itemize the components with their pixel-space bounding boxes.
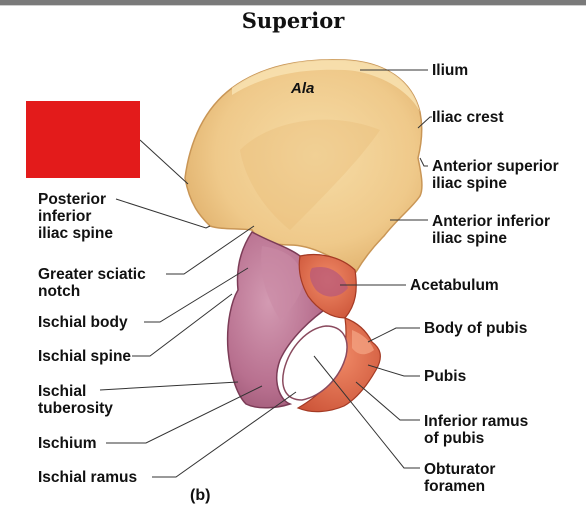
diagram-title: Superior — [241, 8, 345, 33]
label-inf-ramus-line2: of pubis — [424, 430, 485, 447]
label-acetabulum: Acetabulum — [410, 277, 499, 294]
label-pubis: Pubis — [424, 368, 467, 385]
iliac-crest-shade — [232, 59, 420, 112]
ilium-fossa-shade — [240, 119, 380, 230]
label-piis-line3: iliac spine — [38, 225, 113, 242]
label-obturator-line1: Obturator — [424, 461, 496, 478]
top-rule-shadow — [0, 5, 586, 6]
label-ischial-tuberosity: Ischial tuberosity — [38, 383, 113, 417]
label-greater-sciatic-notch: Greater sciatic notch — [38, 266, 146, 300]
label-ischium: Ischium — [38, 435, 97, 452]
body-of-pubis-shade — [352, 330, 374, 355]
label-gsn-line1: Greater sciatic — [38, 266, 146, 283]
label-ischial-spine: Ischial spine — [38, 348, 132, 365]
label-obturator-line2: foramen — [424, 478, 486, 495]
label-ilium: Ilium — [432, 62, 469, 79]
label-anterior-inferior-iliac-spine: Anterior inferior iliac spine — [432, 213, 550, 247]
label-gsn-line2: notch — [38, 283, 81, 300]
label-iliac-crest: Iliac crest — [432, 109, 504, 126]
label-ischial-body: Ischial body — [38, 314, 128, 331]
label-piis-line2: inferior — [38, 208, 92, 225]
label-body-of-pubis: Body of pubis — [424, 320, 528, 337]
redaction-box — [26, 101, 140, 178]
label-inferior-ramus-of-pubis: Inferior ramus of pubis — [424, 413, 528, 447]
label-aiis-line2: iliac spine — [432, 230, 507, 247]
figure-tag: (b) — [190, 487, 211, 504]
ischial-body-shade — [261, 246, 304, 320]
label-obturator-foramen: Obturator foramen — [424, 461, 495, 495]
label-inf-ramus-line1: Inferior ramus — [424, 413, 529, 430]
label-ischial-ramus: Ischial ramus — [38, 469, 138, 486]
label-ischial-tub-line2: tuberosity — [38, 400, 113, 417]
label-piis-line1: Posterior — [38, 191, 107, 208]
label-ischial-tub-line1: Ischial — [38, 383, 87, 400]
label-aiis-line1: Anterior inferior — [432, 213, 550, 230]
label-asis-line2: iliac spine — [432, 175, 507, 192]
top-rule — [0, 0, 586, 5]
acetabulum-fossa — [309, 266, 348, 297]
label-posterior-inferior-iliac-spine: Posterior inferior iliac spine — [38, 191, 113, 242]
label-anterior-superior-iliac-spine: Anterior superior iliac spine — [432, 158, 559, 192]
obturator-foramen — [282, 325, 348, 401]
ala-label: Ala — [291, 80, 315, 97]
label-asis-line1: Anterior superior — [432, 158, 559, 175]
